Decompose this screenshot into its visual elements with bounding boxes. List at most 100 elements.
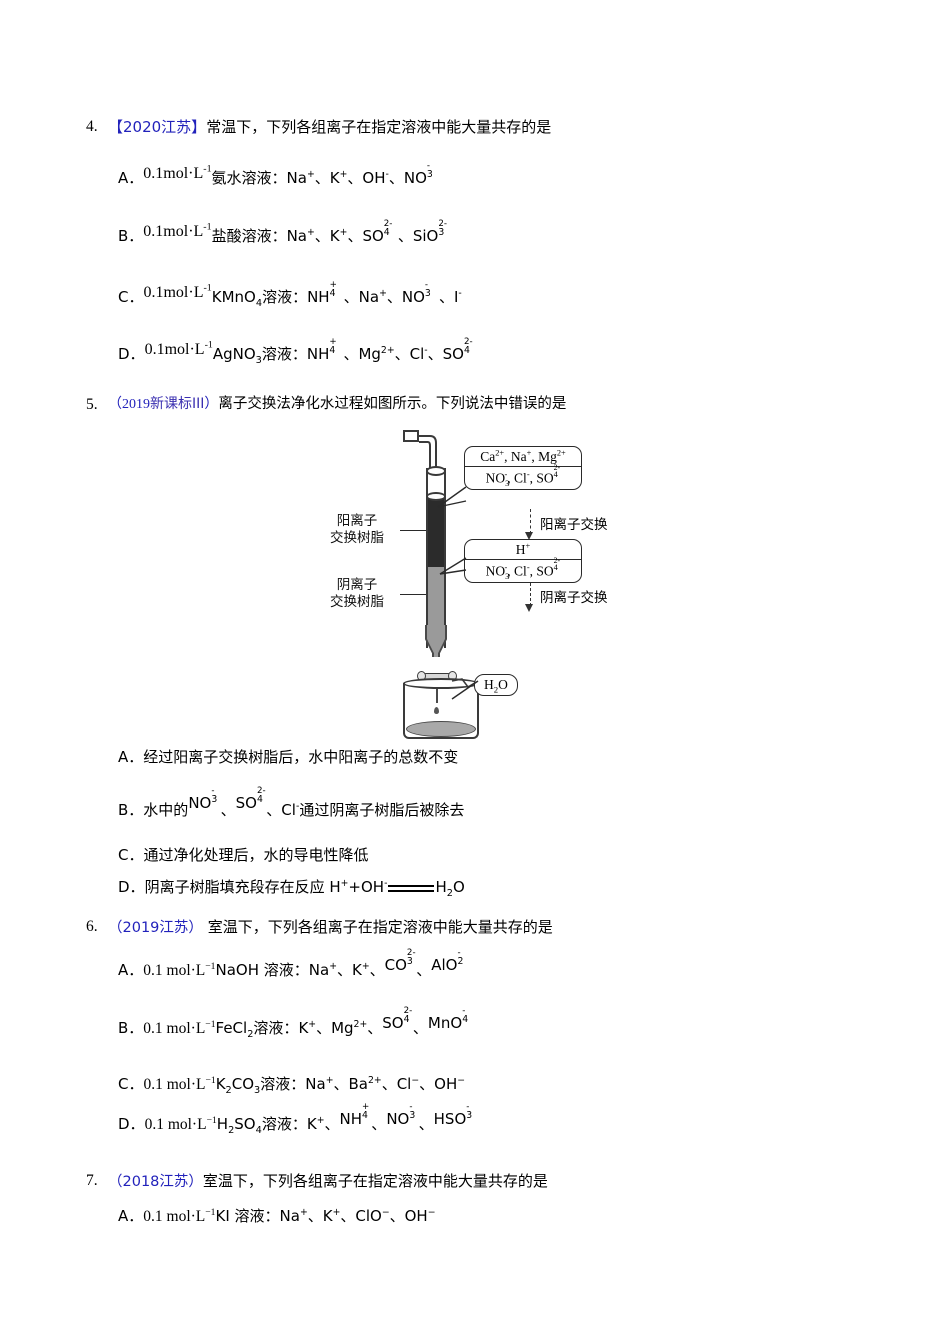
option-ion-2: NO-3 (386, 1102, 416, 1128)
option-ion-2: AlO-2 (431, 948, 464, 974)
cation-exchange-arrow-head (525, 532, 533, 540)
inlet-box-icon (403, 430, 419, 442)
drip-needle-icon (436, 679, 438, 703)
question-5-source-open: （ (108, 396, 122, 412)
option-ion-2: MnO-4 (427, 1006, 469, 1032)
column-plug-icon (426, 492, 446, 501)
option-sep-1: 、 (220, 801, 236, 819)
question-4-option-c: C．0.1mol·L-1KMnO4溶液：NH+4 、Na+、NO-3 、I- (118, 280, 462, 308)
option-letter: A． (118, 961, 144, 979)
option-sep-1: 、 (371, 1115, 387, 1133)
column-top-cap-icon (426, 466, 446, 476)
ion-exchange-figure: 阳离子 交换树脂 阴离子 交换树脂 Ca2+, Na+, Mg2+ NO3-, … (330, 425, 640, 739)
option-letter: A． (118, 1207, 144, 1225)
option-ions-plain: K+、 (306, 1115, 340, 1133)
question-6-stem-text: 室温下，下列各组离子在指定溶液中能大量共存的是 (207, 918, 553, 936)
option-sep-1: 、 (416, 961, 432, 979)
question-5-source-close: ） (204, 396, 219, 412)
question-4-number: 4. (86, 118, 98, 135)
option-concentration: 0.1mol·L-1 (143, 282, 212, 301)
anion-resin-leader-line (400, 594, 426, 595)
water-callout-leader-icon (451, 680, 479, 700)
option-solution: KI 溶液： (215, 1207, 280, 1225)
anion-resin-bed (428, 567, 444, 629)
option-letter: B． (118, 801, 144, 819)
anion-exchange-arrow-shaft (530, 583, 531, 606)
question-7-source-tag: （2018江苏） (108, 1174, 203, 1190)
question-5-option-a: A．经过阳离子交换树脂后，水中阳离子的总数不变 (118, 748, 458, 768)
column-taper-icon (425, 625, 447, 657)
beaker-body-icon (403, 683, 479, 739)
option-concentration: 0.1 mol·L−1 (143, 1018, 216, 1037)
option-letter: B． (118, 227, 144, 245)
option-ion-1: NH+4 (339, 1102, 370, 1128)
question-4-stem-text: 常温下，下列各组离子在指定溶液中能大量共存的是 (206, 118, 552, 136)
cation-exchange-arrow-shaft (530, 509, 531, 534)
option-ion-1: NO-3 (188, 786, 218, 812)
cation-resin-label-line1: 阳离子 (336, 513, 378, 529)
option-ions: Na+、K+、OH-、NO-3 (286, 161, 433, 187)
option-text-pre: 阴离子树脂填充段存在反应 H++OH- (144, 878, 388, 896)
option-concentration: 0.1mol·L-1 (144, 339, 213, 358)
option-letter: D． (118, 1115, 145, 1133)
option-concentration: 0.1 mol·L−1 (143, 1074, 216, 1093)
option-text-pre: 水中的 (143, 801, 189, 819)
anion-resin-label-line1: 阴离子 (336, 577, 378, 593)
question-6-option-d: D．0.1 mol·L−1H2SO4溶液：K+、NH+4、NO-3、HSO-3 (118, 1102, 476, 1136)
question-5-source-name: 新课标III (150, 396, 205, 412)
option-solution: 氨水溶液： (211, 169, 287, 187)
option-ions: NH+4 、Na+、NO-3 、I- (307, 280, 462, 306)
option-concentration: 0.1mol·L-1 (143, 163, 212, 182)
question-7-number: 7. (86, 1172, 98, 1189)
option-ions-plain: Na+、K+、 (308, 961, 385, 979)
option-sep-2: 、 (266, 801, 282, 819)
question-6-option-c: C．0.1 mol·L−1K2CO3溶液：Na+、Ba2+、Cl−、OH− (118, 1075, 465, 1095)
water-callout-box: H2O (474, 674, 518, 696)
option-solution: NaOH 溶液： (215, 961, 309, 979)
cation-resin-label-line2: 交换树脂 (330, 530, 384, 547)
cation-resin-leader-line (400, 530, 426, 531)
effluent-cations: H+ (465, 540, 581, 560)
anion-resin-label-line2: 交换树脂 (330, 594, 384, 611)
option-letter: C． (118, 846, 144, 864)
anion-exchange-arrow-head (525, 604, 533, 612)
cation-exchange-label: 阳离子交换 (540, 517, 608, 533)
option-solution: H2SO4溶液： (216, 1115, 307, 1136)
option-ions-plain: Na+、Ba2+、Cl−、OH− (305, 1075, 466, 1093)
inlet-tube-icon (419, 435, 437, 469)
question-4-stem-line: 【2020江苏】常温下，下列各组离子在指定溶液中能大量共存的是 (108, 118, 551, 138)
question-6-number: 6. (86, 918, 98, 935)
question-5-stem-line: （2019新课标III）离子交换法净化水过程如图所示。下列说法中错误的是 (108, 396, 566, 414)
cation-resin-bed (428, 498, 444, 567)
option-letter: A． (118, 169, 144, 187)
anion-resin-label: 阴离子 交换树脂 (330, 577, 384, 612)
question-5-number: 5. (86, 396, 98, 413)
option-text-post: Cl-通过阴离子树脂后被除去 (281, 801, 465, 819)
option-letter: B． (118, 1019, 144, 1037)
option-ions-plain: Na+、K+、ClO−、OH− (279, 1207, 436, 1225)
option-letter: C． (118, 1075, 144, 1093)
question-6-stem-line: （2019江苏） 室温下，下列各组离子在指定溶液中能大量共存的是 (108, 918, 553, 938)
option-solution: 盐酸溶液： (211, 227, 287, 245)
option-concentration: 0.1 mol·L−1 (144, 1114, 217, 1133)
option-concentration: 0.1mol·L-1 (143, 221, 212, 240)
option-text: 通过净化处理后，水的导电性降低 (143, 846, 369, 864)
influent-cations: Ca2+, Na+, Mg2+ (465, 447, 581, 467)
option-text-post: H2O (435, 878, 465, 899)
question-5-stem-text: 离子交换法净化水过程如图所示。下列说法中错误的是 (218, 396, 567, 412)
option-concentration: 0.1 mol·L−1 (143, 1206, 216, 1225)
question-7-option-a: A．0.1 mol·L−1KI 溶液：Na+、K+、ClO−、OH− (118, 1207, 436, 1227)
question-4-option-a: A．0.1mol·L-1氨水溶液：Na+、K+、OH-、NO-3 (118, 161, 436, 189)
